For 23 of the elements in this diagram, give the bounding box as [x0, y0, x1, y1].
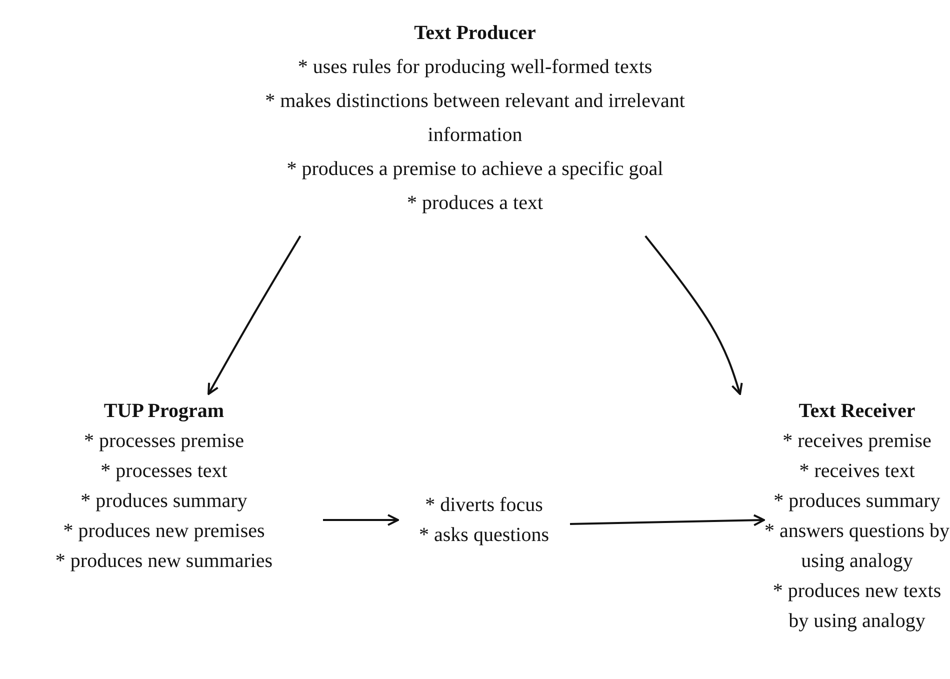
list-item: * diverts focus [424, 493, 544, 518]
arrow [208, 235, 302, 395]
list-item: * produces summary [772, 489, 942, 514]
list-item: * produces summary [80, 489, 248, 514]
arrow [644, 235, 743, 395]
arrow [570, 514, 765, 526]
list-item: * answers questions by using analogy [764, 519, 950, 574]
list-item: * uses rules for producing well-formed texts [296, 55, 654, 80]
arrow [323, 514, 399, 526]
list-item: * produces a text [406, 191, 544, 216]
heading: Text Producer [413, 21, 537, 46]
list-item: * produces new premises [62, 519, 266, 544]
list-item: * asks questions [418, 523, 550, 548]
list-item: * receives premise [782, 429, 932, 454]
list-item: * makes distinctions between relevant and irrelevant information [264, 89, 686, 148]
heading: Text Receiver [798, 399, 916, 424]
list-item: * produces a premise to achieve a specific goal [286, 157, 664, 182]
list-item: * produces new summaries [54, 549, 274, 574]
heading: TUP Program [102, 399, 226, 424]
list-item: * receives text [798, 459, 916, 484]
list-item: * produces new texts by using analogy [772, 579, 942, 634]
list-item: * processes premise [83, 429, 245, 454]
list-item: * processes text [100, 459, 228, 484]
